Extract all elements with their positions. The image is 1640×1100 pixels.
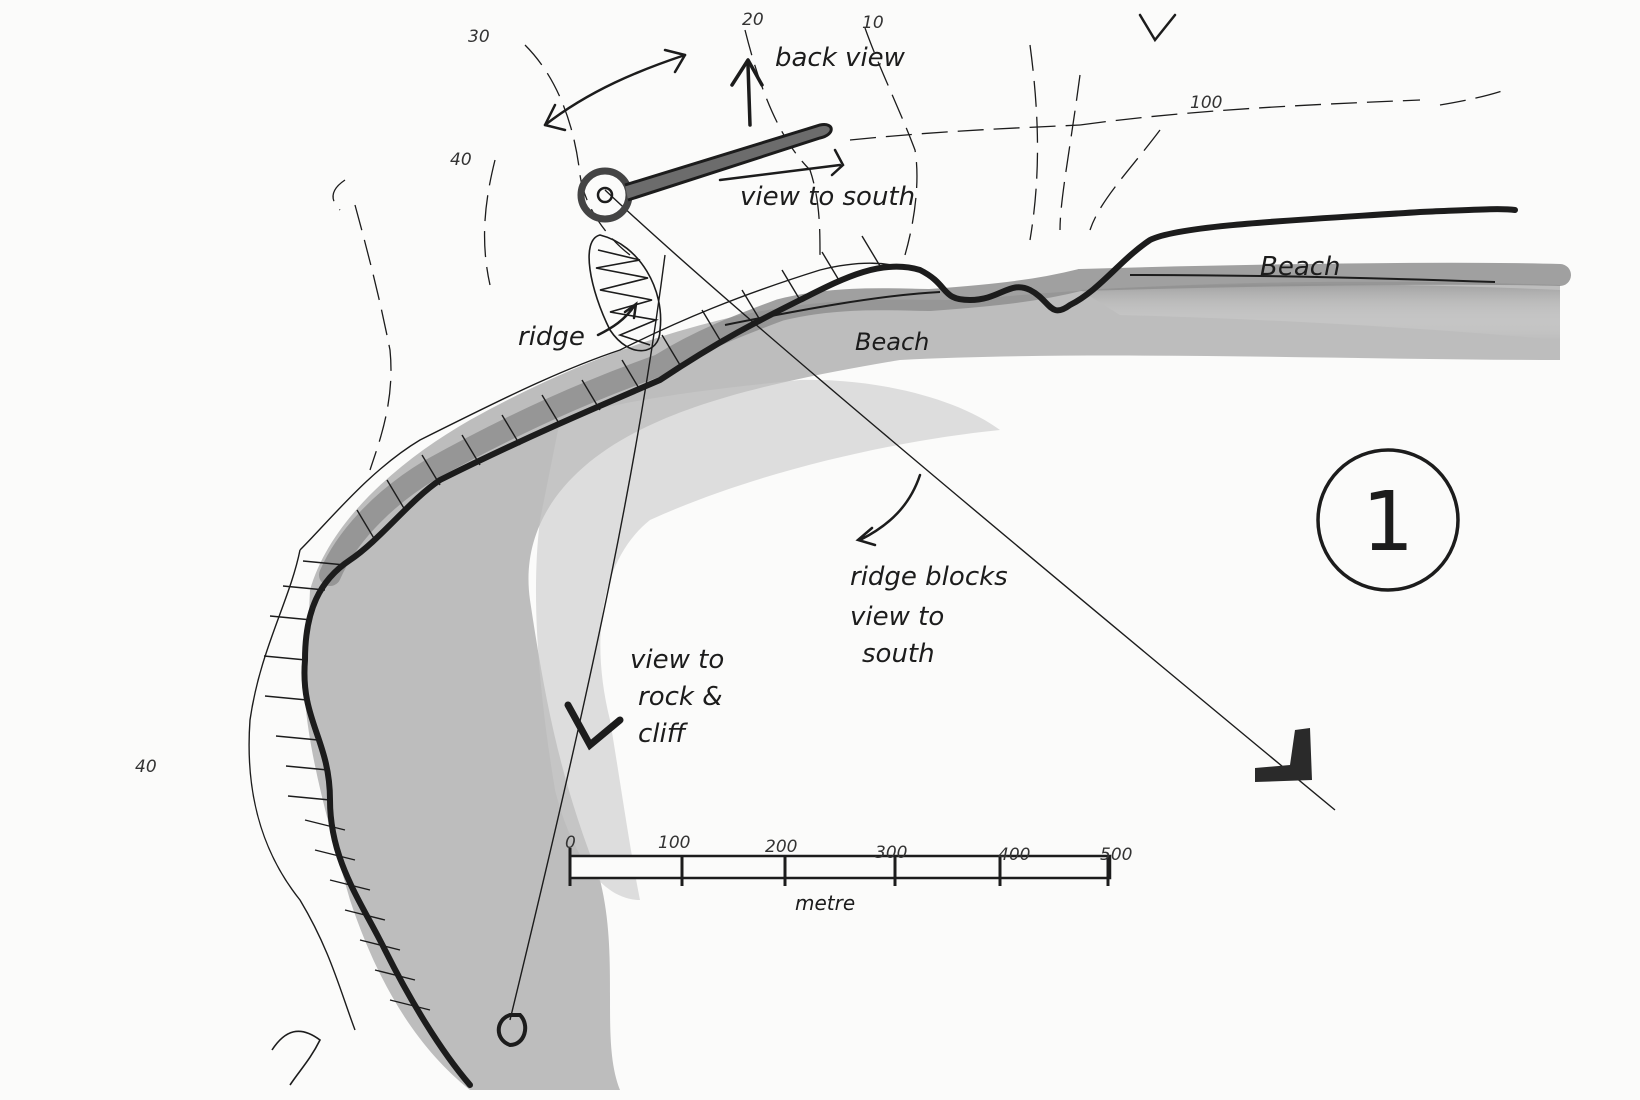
label-view-rock-3: cliff [638, 719, 689, 749]
coastline [301, 206, 1518, 1088]
viewpoint-marker [577, 123, 833, 223]
scale-tick-0: 0 [565, 833, 576, 853]
label-view-rock-2: rock & [638, 682, 723, 712]
label-beach-east: Beach [1260, 252, 1341, 282]
contour-label-100: 100 [1190, 93, 1222, 113]
sight-lines [509, 189, 1336, 1021]
map-number-badge: 1 [1316, 448, 1460, 592]
contour-label-40: 40 [450, 150, 472, 170]
label-ridge-blocks-1: ridge blocks [850, 562, 1008, 592]
rock-marker [496, 1013, 528, 1048]
scale-tick-400: 400 [998, 845, 1030, 865]
contour-label-20: 20 [742, 10, 764, 30]
label-ridge-blocks-3: south [862, 639, 935, 669]
boot-marker [1255, 728, 1312, 782]
scale-tick-100: 100 [658, 833, 690, 853]
scale-tick-200: 200 [765, 837, 797, 857]
label-ridge: ridge [518, 322, 585, 352]
label-back-view: back view [775, 43, 906, 73]
scale-tick-300: 300 [875, 843, 907, 863]
cliff-hatching [248, 235, 911, 1031]
contour-label-30: 30 [468, 27, 490, 47]
small-hook [271, 1030, 322, 1086]
map-number: 1 [1362, 475, 1414, 570]
beach-line-bay [724, 291, 941, 326]
scale-unit: metre [795, 891, 855, 915]
label-beach-bay: Beach [855, 328, 929, 356]
scale-bar: 0 100 200 300 400 500 metre [565, 833, 1132, 915]
sea-area [305, 281, 1560, 1091]
label-ridge-blocks-2: view to [850, 602, 944, 632]
contour-lines [332, 27, 1506, 471]
scale-tick-500: 500 [1100, 845, 1132, 865]
label-view-to-south: view to south [740, 182, 915, 212]
arrows [543, 13, 1177, 751]
label-view-rock-1: view to [630, 645, 724, 675]
contour-label-10: 10 [862, 13, 884, 33]
contour-label-left: 40 [135, 757, 157, 777]
ridge-scribble [588, 234, 662, 352]
beach-line-east [1129, 274, 1496, 283]
